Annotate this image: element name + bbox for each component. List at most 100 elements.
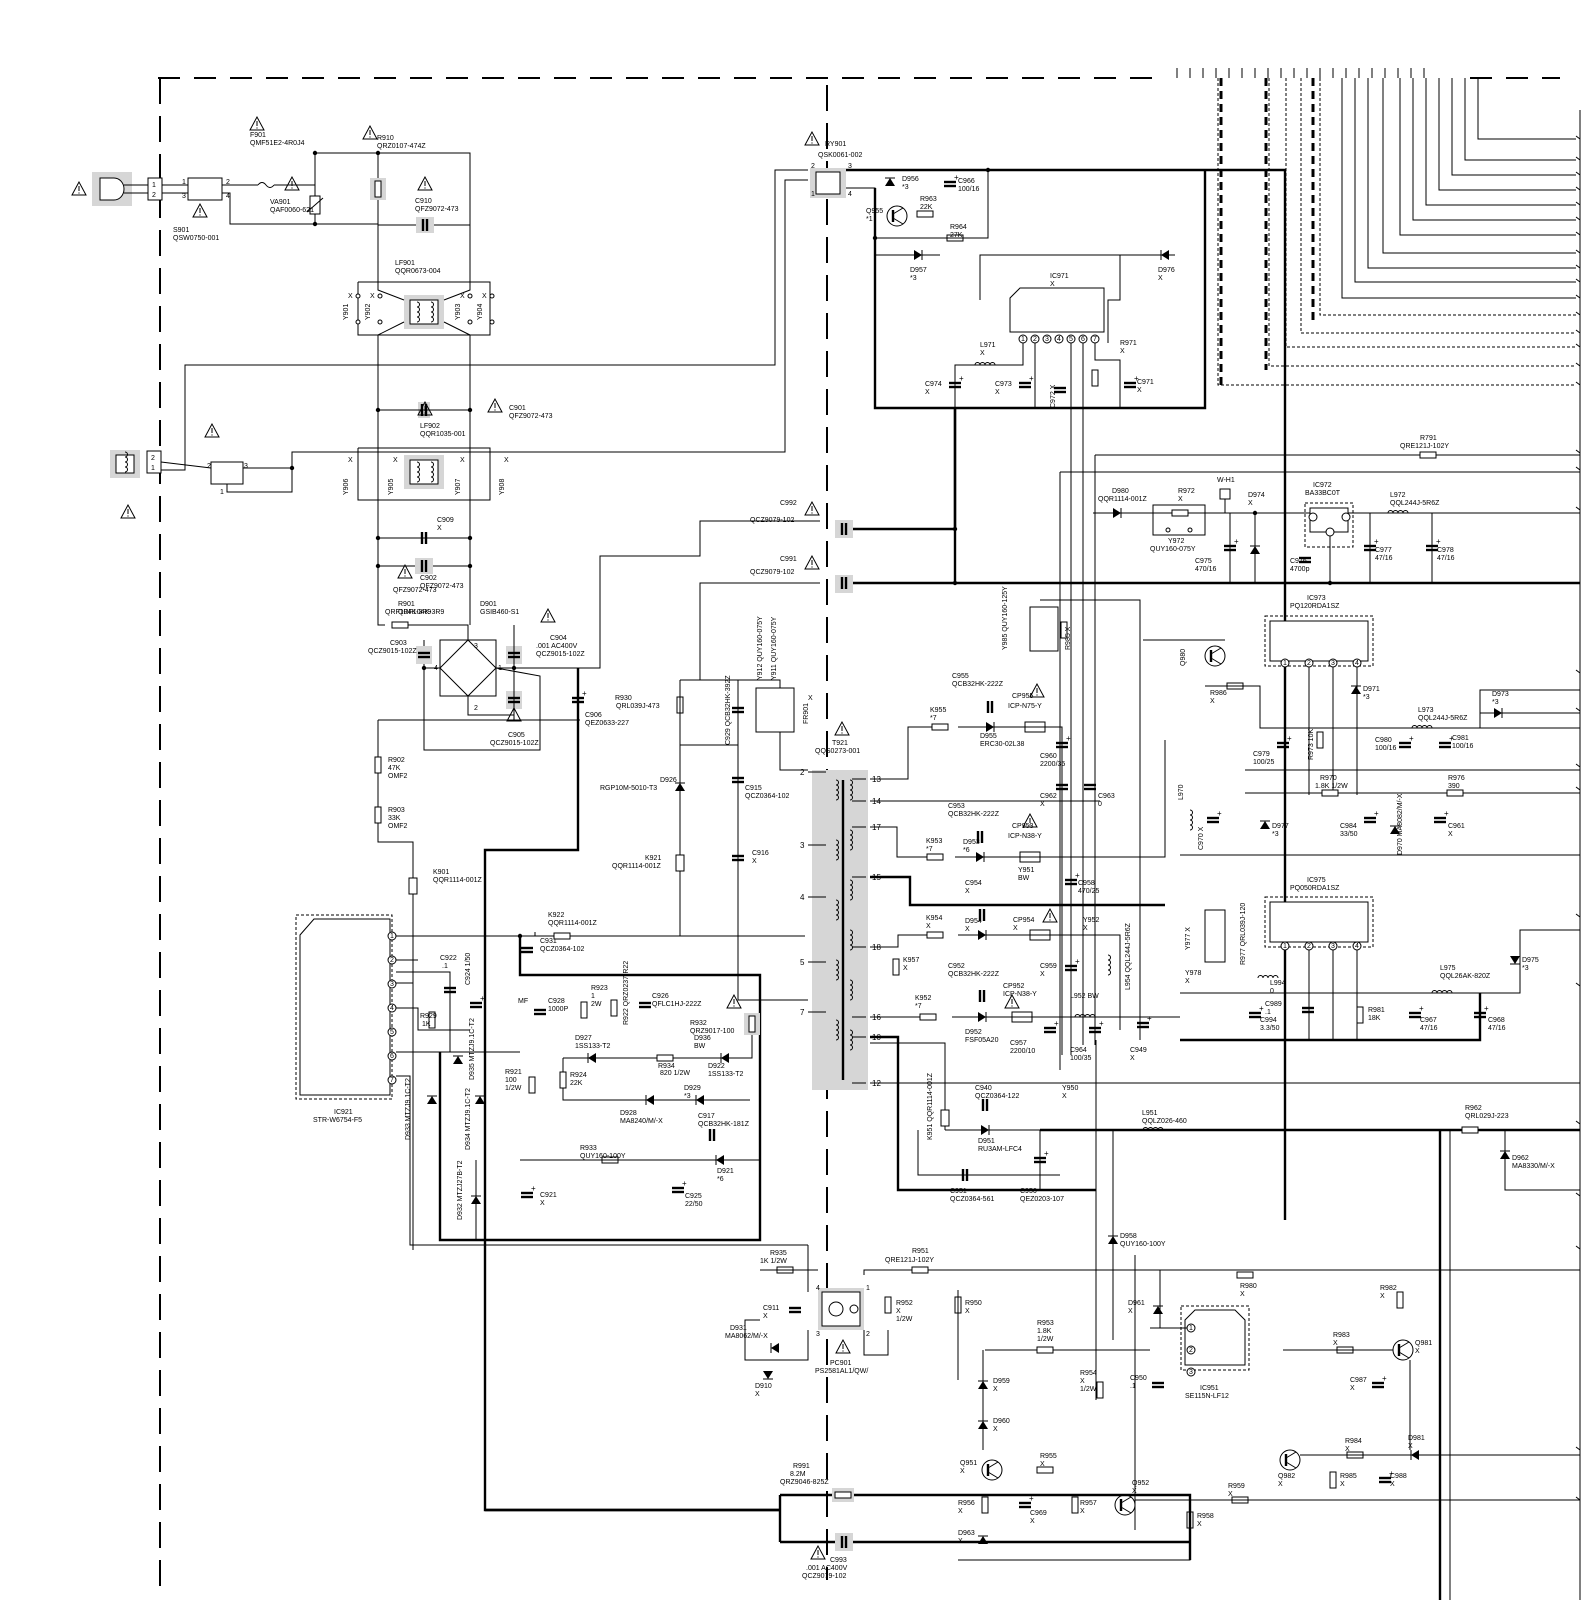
q952-transistor-icon — [1114, 1494, 1136, 1516]
label: QRZ0107-474Z — [377, 143, 426, 150]
inductor-icon — [835, 899, 839, 921]
label: F901 — [250, 132, 266, 139]
label: 3 — [474, 643, 478, 650]
label: Y907 — [455, 479, 462, 495]
label: X — [1240, 1291, 1245, 1298]
label: R985 X — [1065, 626, 1072, 650]
inductor-icon — [416, 461, 420, 483]
label: *6 — [717, 1176, 724, 1183]
label: + — [1044, 1149, 1049, 1158]
label: + — [1374, 809, 1379, 818]
label: X — [980, 350, 985, 357]
inductor-icon — [835, 959, 839, 981]
label: 1 — [390, 933, 394, 940]
label: RGP10M-5010-T3 — [600, 785, 657, 792]
label: 2 — [151, 455, 155, 462]
label: 2 — [866, 1331, 870, 1338]
label: X — [1345, 1446, 1350, 1453]
inductor-icon — [849, 779, 853, 801]
line-filter-lf902: LF902QQR1035-001C901QFZ9072-473Y906XY905… — [343, 397, 553, 501]
capacitor-icon — [1302, 1006, 1314, 1014]
warning-icon — [417, 400, 433, 416]
label: QCZ0364-561 — [950, 1196, 994, 1203]
warning-icon — [1004, 993, 1020, 1009]
label: ICP-N38-Y — [1008, 833, 1042, 840]
label: X — [995, 389, 1000, 396]
label: K957 — [903, 957, 919, 964]
resistor-icon — [1071, 1496, 1079, 1514]
label: C994 — [1260, 1017, 1277, 1024]
label: R933 — [580, 1145, 597, 1152]
label: D960 — [993, 1418, 1010, 1425]
capacitor-icon — [1084, 783, 1096, 791]
label: *7 — [930, 715, 937, 722]
label: 1SS133-T2 — [708, 1071, 744, 1078]
label: D962 — [1512, 1155, 1529, 1162]
warning-icon — [204, 422, 220, 438]
label: *3 — [910, 275, 917, 282]
label: C993 — [830, 1557, 847, 1564]
label: QCZ0364-102 — [745, 793, 789, 800]
resistor-icon — [1329, 1471, 1337, 1489]
capacitor-icon — [986, 701, 994, 713]
label: C954 — [965, 880, 982, 887]
label: X — [993, 1426, 998, 1433]
label: C987 — [1350, 1377, 1367, 1384]
resistor-icon — [1419, 451, 1437, 459]
capacitor-icon — [416, 646, 432, 664]
label: Q982 — [1278, 1473, 1295, 1480]
label: X — [1050, 281, 1055, 288]
label: GSIB460-S1 — [480, 609, 519, 616]
label: 22/50 — [685, 1201, 703, 1208]
label: 2 — [1189, 1347, 1193, 1354]
label: D933 MTZJ9.1C-T2 — [405, 1078, 412, 1140]
label: X — [348, 457, 353, 464]
label: C984 — [1340, 823, 1357, 830]
label: C952 — [948, 963, 965, 970]
label: QCZ0364-122 — [975, 1093, 1019, 1100]
capacitor-icon — [1299, 556, 1311, 564]
label: *3 — [684, 1093, 691, 1100]
label: 47/16 — [1420, 1025, 1438, 1032]
label: L994 — [1270, 980, 1286, 987]
label: K953 — [926, 838, 942, 845]
bridge-rectifier-d901: R901QRF104K-3R9QRF104K-3R9D901GSIB460-S1… — [368, 520, 820, 751]
label: X — [903, 965, 908, 972]
label: + — [1382, 1374, 1387, 1383]
label: 4 — [1355, 943, 1359, 950]
label: 100/16 — [1452, 743, 1474, 750]
label: D956 — [902, 176, 919, 183]
label: *7 — [926, 846, 933, 853]
label: X — [808, 695, 813, 702]
junction — [375, 150, 381, 156]
label: Y906 — [343, 479, 350, 495]
label: + — [1436, 537, 1441, 546]
label: 1 — [1283, 943, 1287, 950]
label: + — [1374, 537, 1379, 546]
label: R955 — [1040, 1453, 1057, 1460]
label: D971 — [1363, 686, 1380, 693]
label: 4700p — [1290, 566, 1310, 573]
label: D976 — [1158, 267, 1175, 274]
label: QFLC1HJ-222Z — [652, 1001, 702, 1008]
label: C973 — [995, 381, 1012, 388]
capacitor-icon: + — [521, 1184, 536, 1199]
label: FSF05A20 — [965, 1037, 999, 1044]
junction — [1327, 580, 1333, 586]
label: C981 — [1452, 735, 1469, 742]
capacitor-icon — [534, 1008, 546, 1016]
label: 2200/10 — [1010, 1048, 1035, 1055]
capacitor-icon — [521, 946, 533, 954]
label: 2 — [226, 179, 230, 186]
capacitor-icon: + — [1434, 809, 1449, 824]
warning-icon — [362, 124, 378, 140]
capacitor-icon: + — [1124, 374, 1139, 389]
label: L972 — [1390, 492, 1406, 499]
label: QCZ9079-102 — [802, 1573, 846, 1580]
label: Y950 — [1062, 1085, 1078, 1092]
label: Q980 — [1180, 649, 1187, 666]
